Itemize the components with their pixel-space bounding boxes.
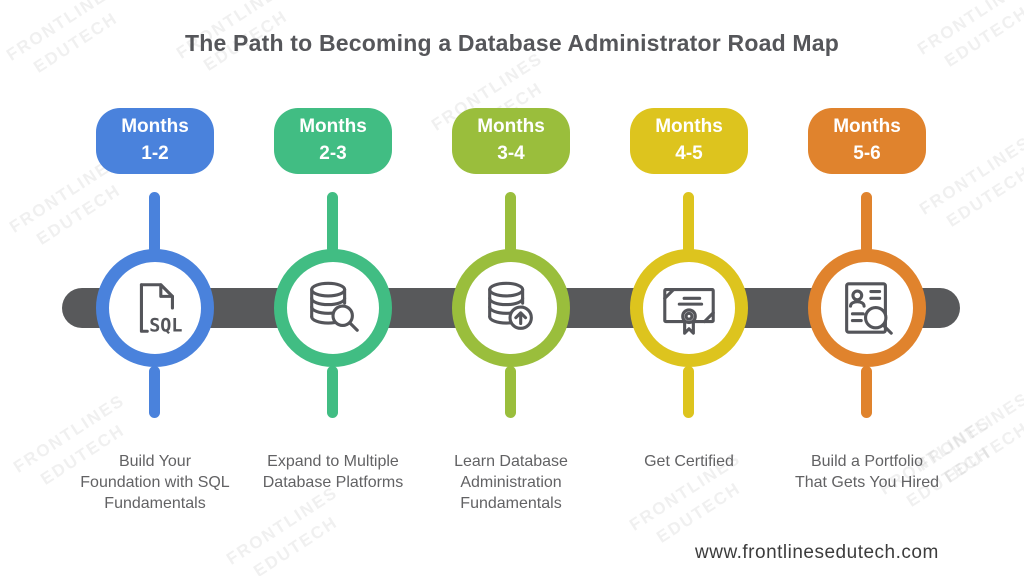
stage-connector-bottom	[149, 366, 160, 418]
certificate-icon	[663, 288, 715, 335]
sql-file-icon: SQL	[139, 283, 182, 336]
stage-connector-top	[149, 192, 160, 254]
stage-connector-top	[327, 192, 338, 254]
stage-connector-bottom	[505, 366, 516, 418]
database-search-icon	[310, 281, 359, 332]
stage-description: Learn Database Administration Fundamenta…	[454, 453, 568, 512]
stage-description: Build Your Foundation with SQL Fundament…	[80, 453, 230, 512]
stage-circle: SQL	[96, 249, 214, 367]
database-upload-icon	[488, 281, 533, 330]
stage-months-3-4: Months 3-4 Learn Database Administration…	[422, 0, 600, 576]
page-title: The Path to Becoming a Database Administ…	[184, 30, 840, 56]
stage-circle	[808, 249, 926, 367]
stage-connector-bottom	[683, 366, 694, 418]
stage-badge: Months 5-6	[808, 108, 926, 174]
svg-text:SQL: SQL	[149, 315, 182, 336]
website-url: www.frontlinesedutech.com	[695, 542, 939, 563]
stage-connector-top	[505, 192, 516, 254]
stage-months-2-3: Months 2-3 Expand to Multiple Database P…	[244, 0, 422, 576]
stage-connector-bottom	[327, 366, 338, 418]
stage-badge: Months 3-4	[452, 108, 570, 174]
stage-badge: Months 2-3	[274, 108, 392, 174]
stage-circle	[452, 249, 570, 367]
stage-months-5-6: Months 5-6 Build a Portfolio That Gets Y…	[778, 0, 956, 576]
stage-description: Build a Portfolio That Gets You Hired	[794, 453, 940, 491]
stage-badge: Months 1-2	[96, 108, 214, 174]
stage-connector-top	[861, 192, 872, 254]
stage-months-1-2: Months 1-2 SQL Build Your Foundation wit…	[66, 0, 244, 576]
stage-circle	[274, 249, 392, 367]
stage-connector-bottom	[861, 366, 872, 418]
stage-months-4-5: Months 4-5 Get Certified	[600, 0, 778, 576]
stage-connector-top	[683, 192, 694, 254]
stage-badge: Months 4-5	[630, 108, 748, 174]
stage-circle	[630, 249, 748, 367]
resume-search-icon	[845, 282, 893, 335]
stage-description: Expand to Multiple Database Platforms	[262, 453, 404, 491]
stage-description: Get Certified	[644, 453, 734, 470]
